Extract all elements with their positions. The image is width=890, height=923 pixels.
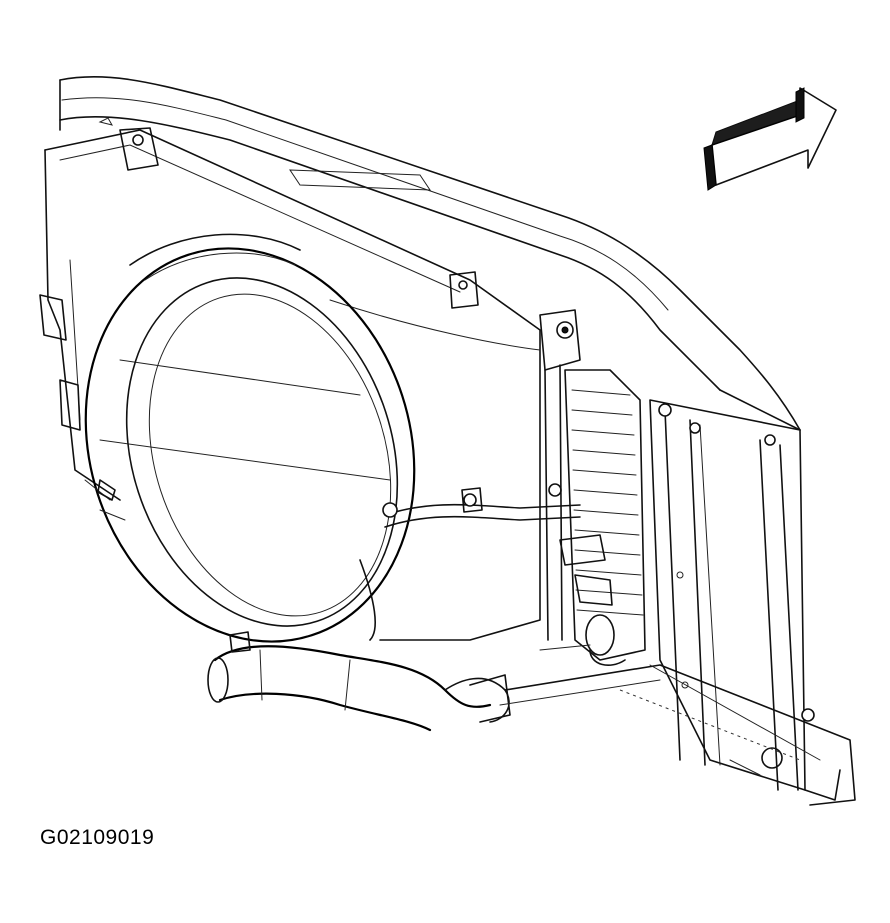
fan-ring: [84, 233, 416, 643]
oil-cooler: [559, 369, 646, 666]
shroud-left-edge: [84, 479, 126, 521]
mounting-bracket: [539, 309, 581, 641]
lower-support-tray: [499, 644, 856, 806]
radiator-support-beam: [59, 75, 801, 431]
arrow-right-icon: [703, 87, 837, 191]
figure-code-label: G02109019: [40, 826, 155, 849]
fan-shroud-housing: [39, 127, 541, 641]
radiator-core: [649, 399, 815, 791]
lower-radiator-hose: [207, 631, 511, 732]
